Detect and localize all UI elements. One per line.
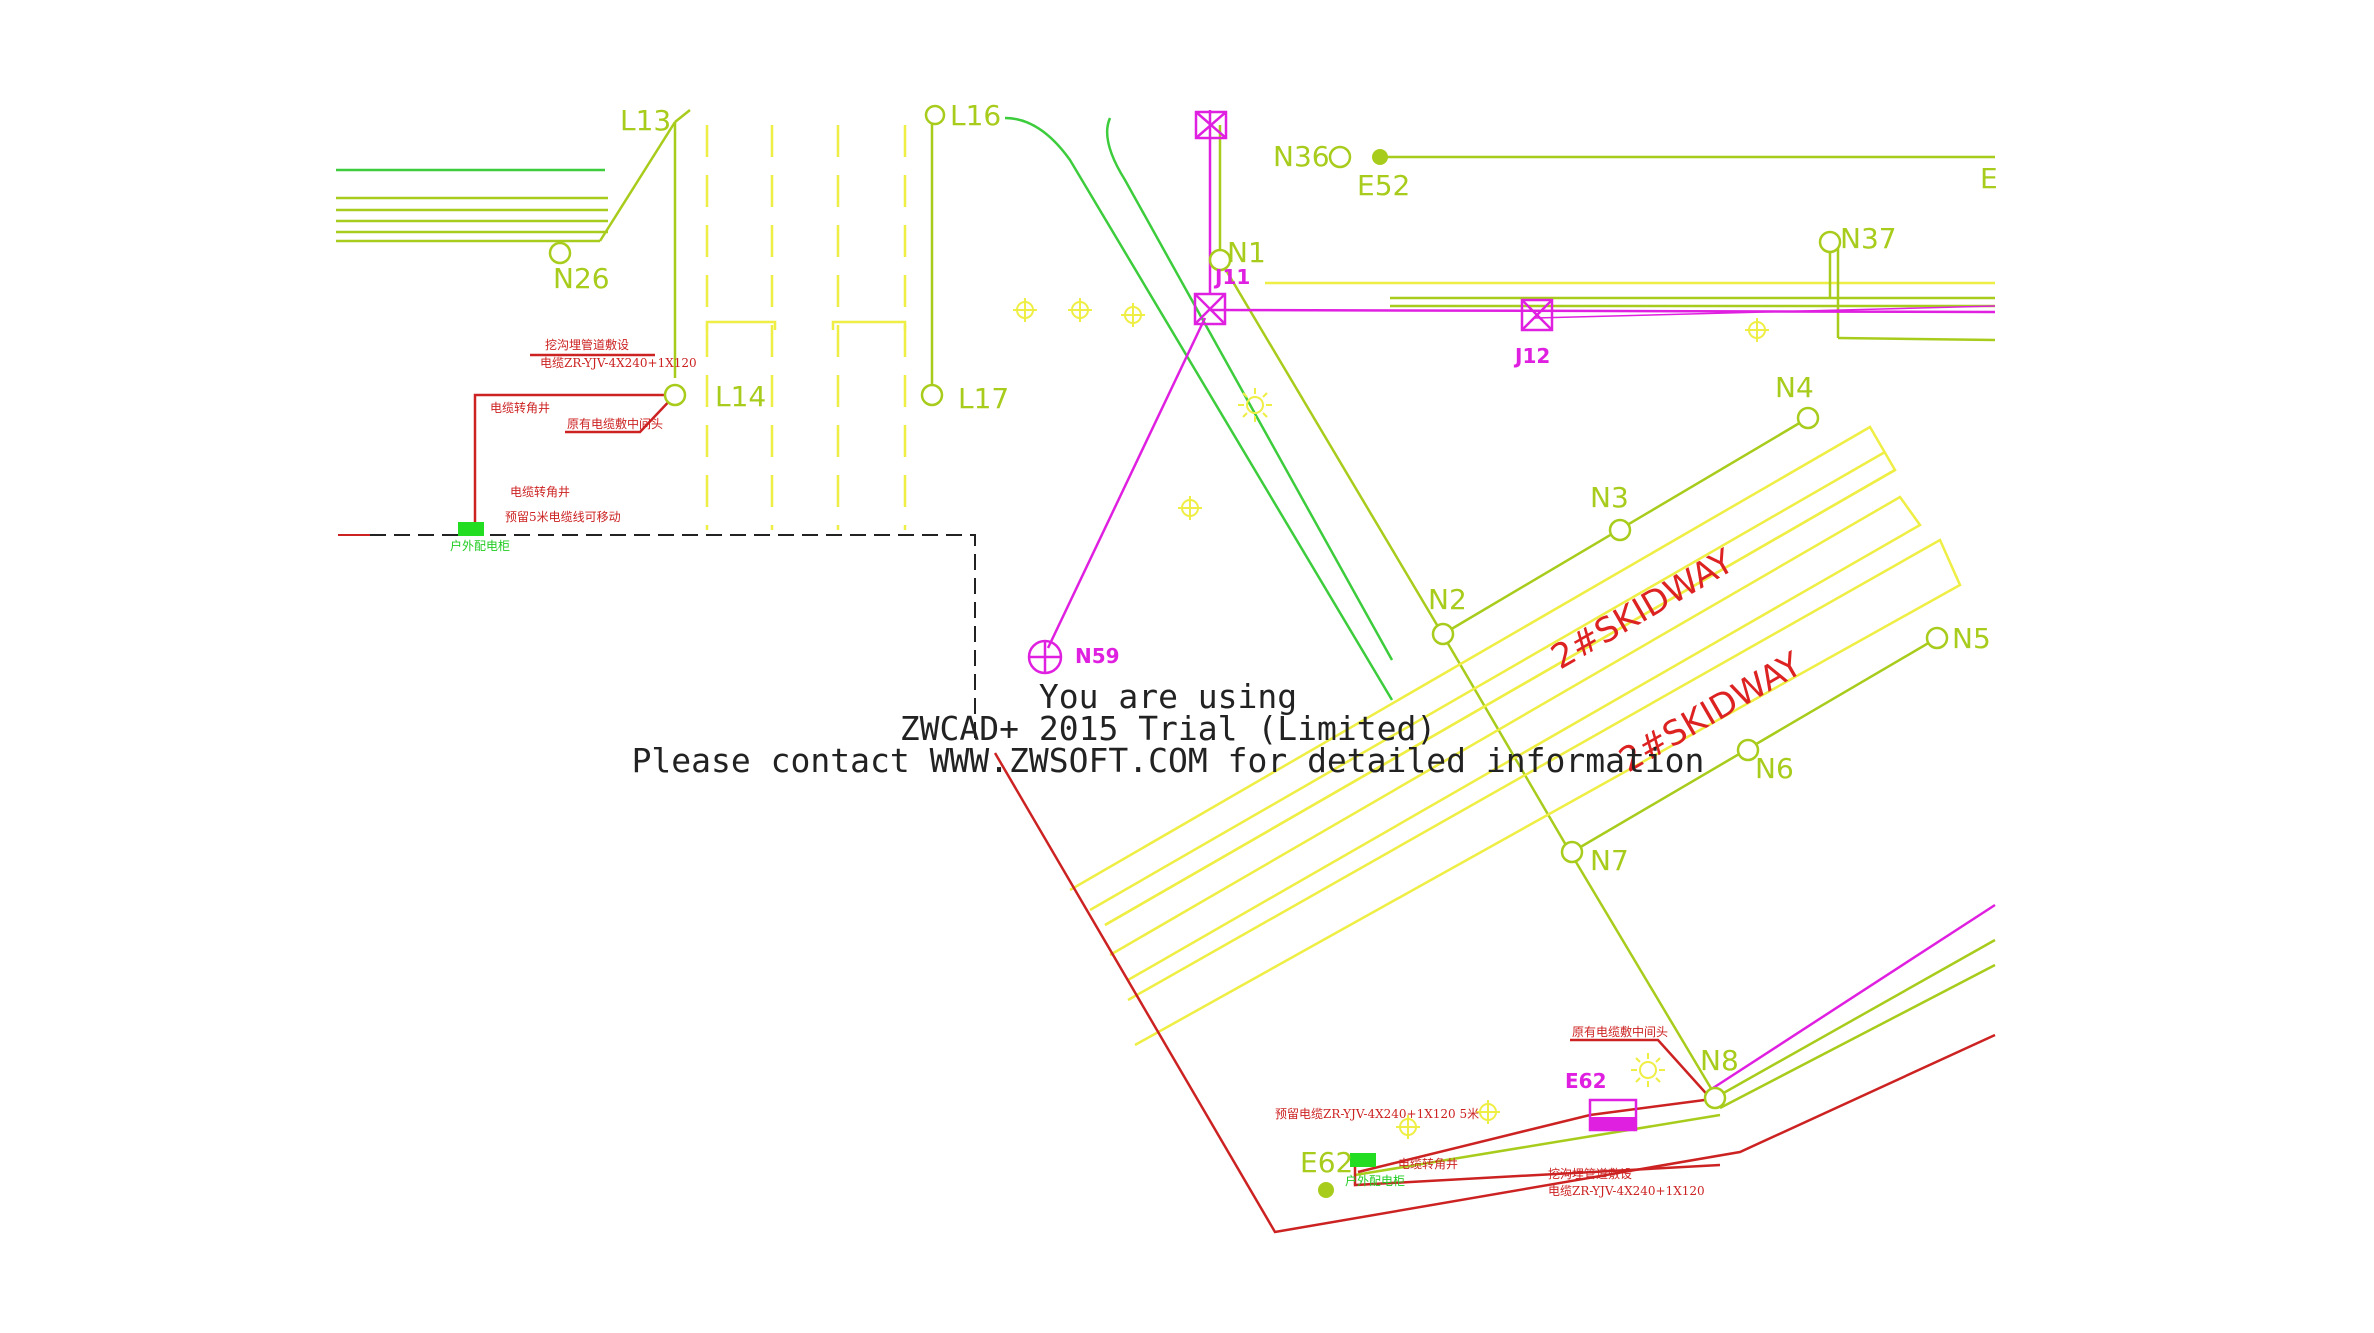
label-j11: J11: [1213, 265, 1250, 289]
lamp-icon: [1745, 318, 1769, 342]
top-right-lines: [1265, 155, 1996, 342]
label-l13: L13: [620, 104, 671, 137]
lamp-symbols: [1013, 298, 1769, 1139]
node-circles: [548, 104, 1949, 1110]
note-cable-right: 电缆ZR-YJV-4X240+1X120: [1548, 1184, 1705, 1198]
label-e62-ground: E62: [1300, 1146, 1353, 1179]
note-cable-left: 电缆ZR-YJV-4X240+1X120: [540, 356, 697, 370]
green-diagonal-roads: [1004, 116, 1394, 701]
node-n1-icon: [1208, 248, 1232, 272]
label-n37: N37: [1840, 222, 1897, 255]
sun-icon: [1238, 388, 1272, 422]
node-n3-icon: [1608, 518, 1632, 542]
skidway-band: [1069, 425, 1962, 1047]
lamp-icon: [1396, 1115, 1420, 1139]
bottom-right-lines: [1354, 938, 1996, 1177]
left-road-lines: [336, 109, 691, 378]
junction-box-j11: [1193, 292, 1227, 326]
node-n5-icon: [1925, 626, 1949, 650]
label-e62: E62: [1565, 1069, 1607, 1093]
note-existing-joint-left: 原有电缆敷中间头: [567, 416, 663, 431]
node-l17-icon: [920, 383, 944, 407]
yellow-strip-boxes: [705, 320, 907, 330]
label-j12: J12: [1513, 344, 1550, 368]
note-reserve-left: 预留5米电缆线可移动: [505, 510, 621, 524]
note-box-left: 户外配电柜: [450, 538, 510, 553]
lamp-icon: [1476, 1100, 1500, 1124]
junction-box-j12: [1520, 298, 1554, 332]
label-n8: N8: [1700, 1044, 1739, 1077]
note-existing-joint-right: 原有电缆敷中间头: [1572, 1024, 1668, 1039]
note-trench-right: 挖沟埋管道敷设: [1548, 1166, 1632, 1181]
label-n36: N36: [1273, 140, 1330, 173]
node-n4-icon: [1796, 406, 1820, 430]
lamp-icon: [1121, 303, 1145, 327]
label-l14: L14: [715, 380, 766, 413]
dashed-boundary-line: [370, 534, 976, 740]
note-turn-well-right: 电缆转角井: [1398, 1156, 1458, 1171]
label-e-edge: E: [1980, 162, 1998, 195]
node-n8-icon: [1703, 1086, 1727, 1110]
label-n1: N1: [1227, 236, 1266, 269]
node-n36-icon: [1328, 145, 1352, 169]
label-n7: N7: [1590, 844, 1629, 877]
e62-box-icon: [1588, 1098, 1638, 1132]
note-turn-well-left: 电缆转角井: [490, 400, 550, 415]
node-n26-icon: [548, 241, 572, 265]
lamp-icon: [1068, 298, 1092, 322]
watermark-line-2: ZWCAD+ 2015 Trial (Limited): [900, 709, 1436, 748]
label-e52: E52: [1357, 169, 1410, 202]
note-trench-left: 挖沟埋管道敷设: [545, 337, 629, 352]
label-n4: N4: [1775, 371, 1814, 404]
distribution-box-left-icon: [458, 522, 484, 536]
label-n2: N2: [1428, 583, 1467, 616]
label-n6: N6: [1755, 752, 1794, 785]
node-n7-icon: [1560, 840, 1584, 864]
n59-manhole-icon: [1027, 639, 1063, 675]
note-reserve-right: 预留电缆ZR-YJV-4X240+1X120 5米: [1275, 1107, 1479, 1121]
node-n37-icon: [1818, 230, 1842, 254]
label-n26: N26: [553, 262, 610, 295]
sun-symbols: [1238, 388, 1665, 1087]
watermark-line-1: You are using: [1039, 677, 1297, 716]
label-l16: L16: [950, 99, 1001, 132]
lamp-icon: [1013, 298, 1037, 322]
node-l14-icon: [663, 383, 687, 407]
note-box-right: 户外配电柜: [1345, 1173, 1405, 1188]
sun-icon: [1631, 1053, 1665, 1087]
label-n59: N59: [1075, 644, 1120, 668]
node-e52-icon: [1372, 149, 1388, 165]
node-n6-icon: [1736, 738, 1760, 762]
label-n3: N3: [1590, 481, 1629, 514]
lamp-icon: [1178, 496, 1202, 520]
label-l17: L17: [958, 382, 1009, 415]
label-n5: N5: [1952, 622, 1991, 655]
junction-box-top: [1194, 110, 1228, 140]
watermark-line-3: Please contact WWW.ZWSOFT.COM for detail…: [632, 741, 1705, 780]
note-turn-well-left2: 电缆转角井: [510, 484, 570, 499]
node-l16-icon: [924, 104, 946, 126]
node-n2-icon: [1431, 622, 1455, 646]
node-e62-ground-icon: [1318, 1182, 1334, 1198]
distribution-box-right-icon: [1350, 1153, 1376, 1167]
magenta-cable-lines: [1046, 110, 1996, 1092]
